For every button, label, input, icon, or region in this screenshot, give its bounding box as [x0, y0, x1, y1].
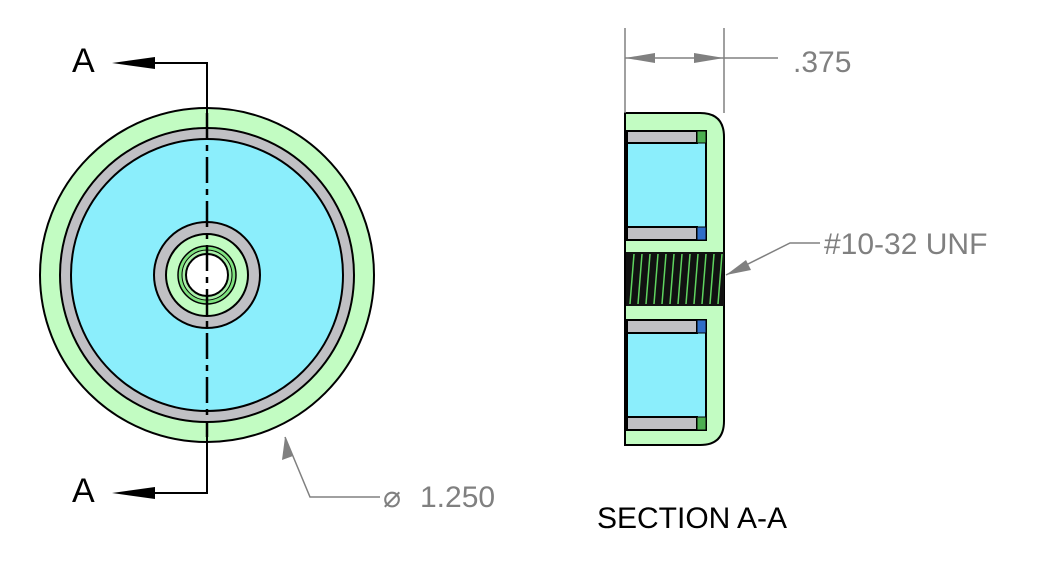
thread-section	[626, 252, 724, 306]
thread-line	[693, 253, 699, 305]
plate-bottom-inner	[626, 319, 698, 334]
thickness-dimension: .375	[793, 46, 851, 79]
section-label-bottom: A	[72, 472, 95, 510]
front-view: A A ⌀ 1.250	[39, 42, 495, 514]
thread-line	[709, 253, 715, 305]
plate-top-outer	[626, 130, 698, 144]
thread-line	[661, 253, 667, 305]
thread-line	[669, 253, 675, 305]
plate-bottom-outer	[626, 416, 698, 431]
thread-line	[629, 253, 635, 305]
magnet-top	[626, 130, 707, 241]
thread-line	[701, 253, 707, 305]
thread-callout: #10-32 UNF	[824, 228, 987, 261]
section-label-top: A	[72, 42, 95, 80]
thread-line	[645, 253, 651, 305]
thread-line	[637, 253, 643, 305]
thread-line	[653, 253, 659, 305]
thread-line	[717, 253, 723, 305]
magnet-bottom	[626, 319, 707, 431]
section-arrow-bottom	[112, 487, 155, 499]
diameter-leader	[284, 436, 380, 498]
section-title: SECTION A-A	[597, 502, 787, 535]
diameter-symbol: ⌀	[383, 481, 401, 514]
section-arrow-top	[112, 57, 155, 69]
diameter-dimension: 1.250	[420, 481, 495, 514]
thread-line	[685, 253, 691, 305]
thread-line	[677, 253, 683, 305]
plate-top-inner	[626, 226, 698, 241]
section-view: .375 #10-32 UNF SECTION A-A	[597, 28, 987, 535]
